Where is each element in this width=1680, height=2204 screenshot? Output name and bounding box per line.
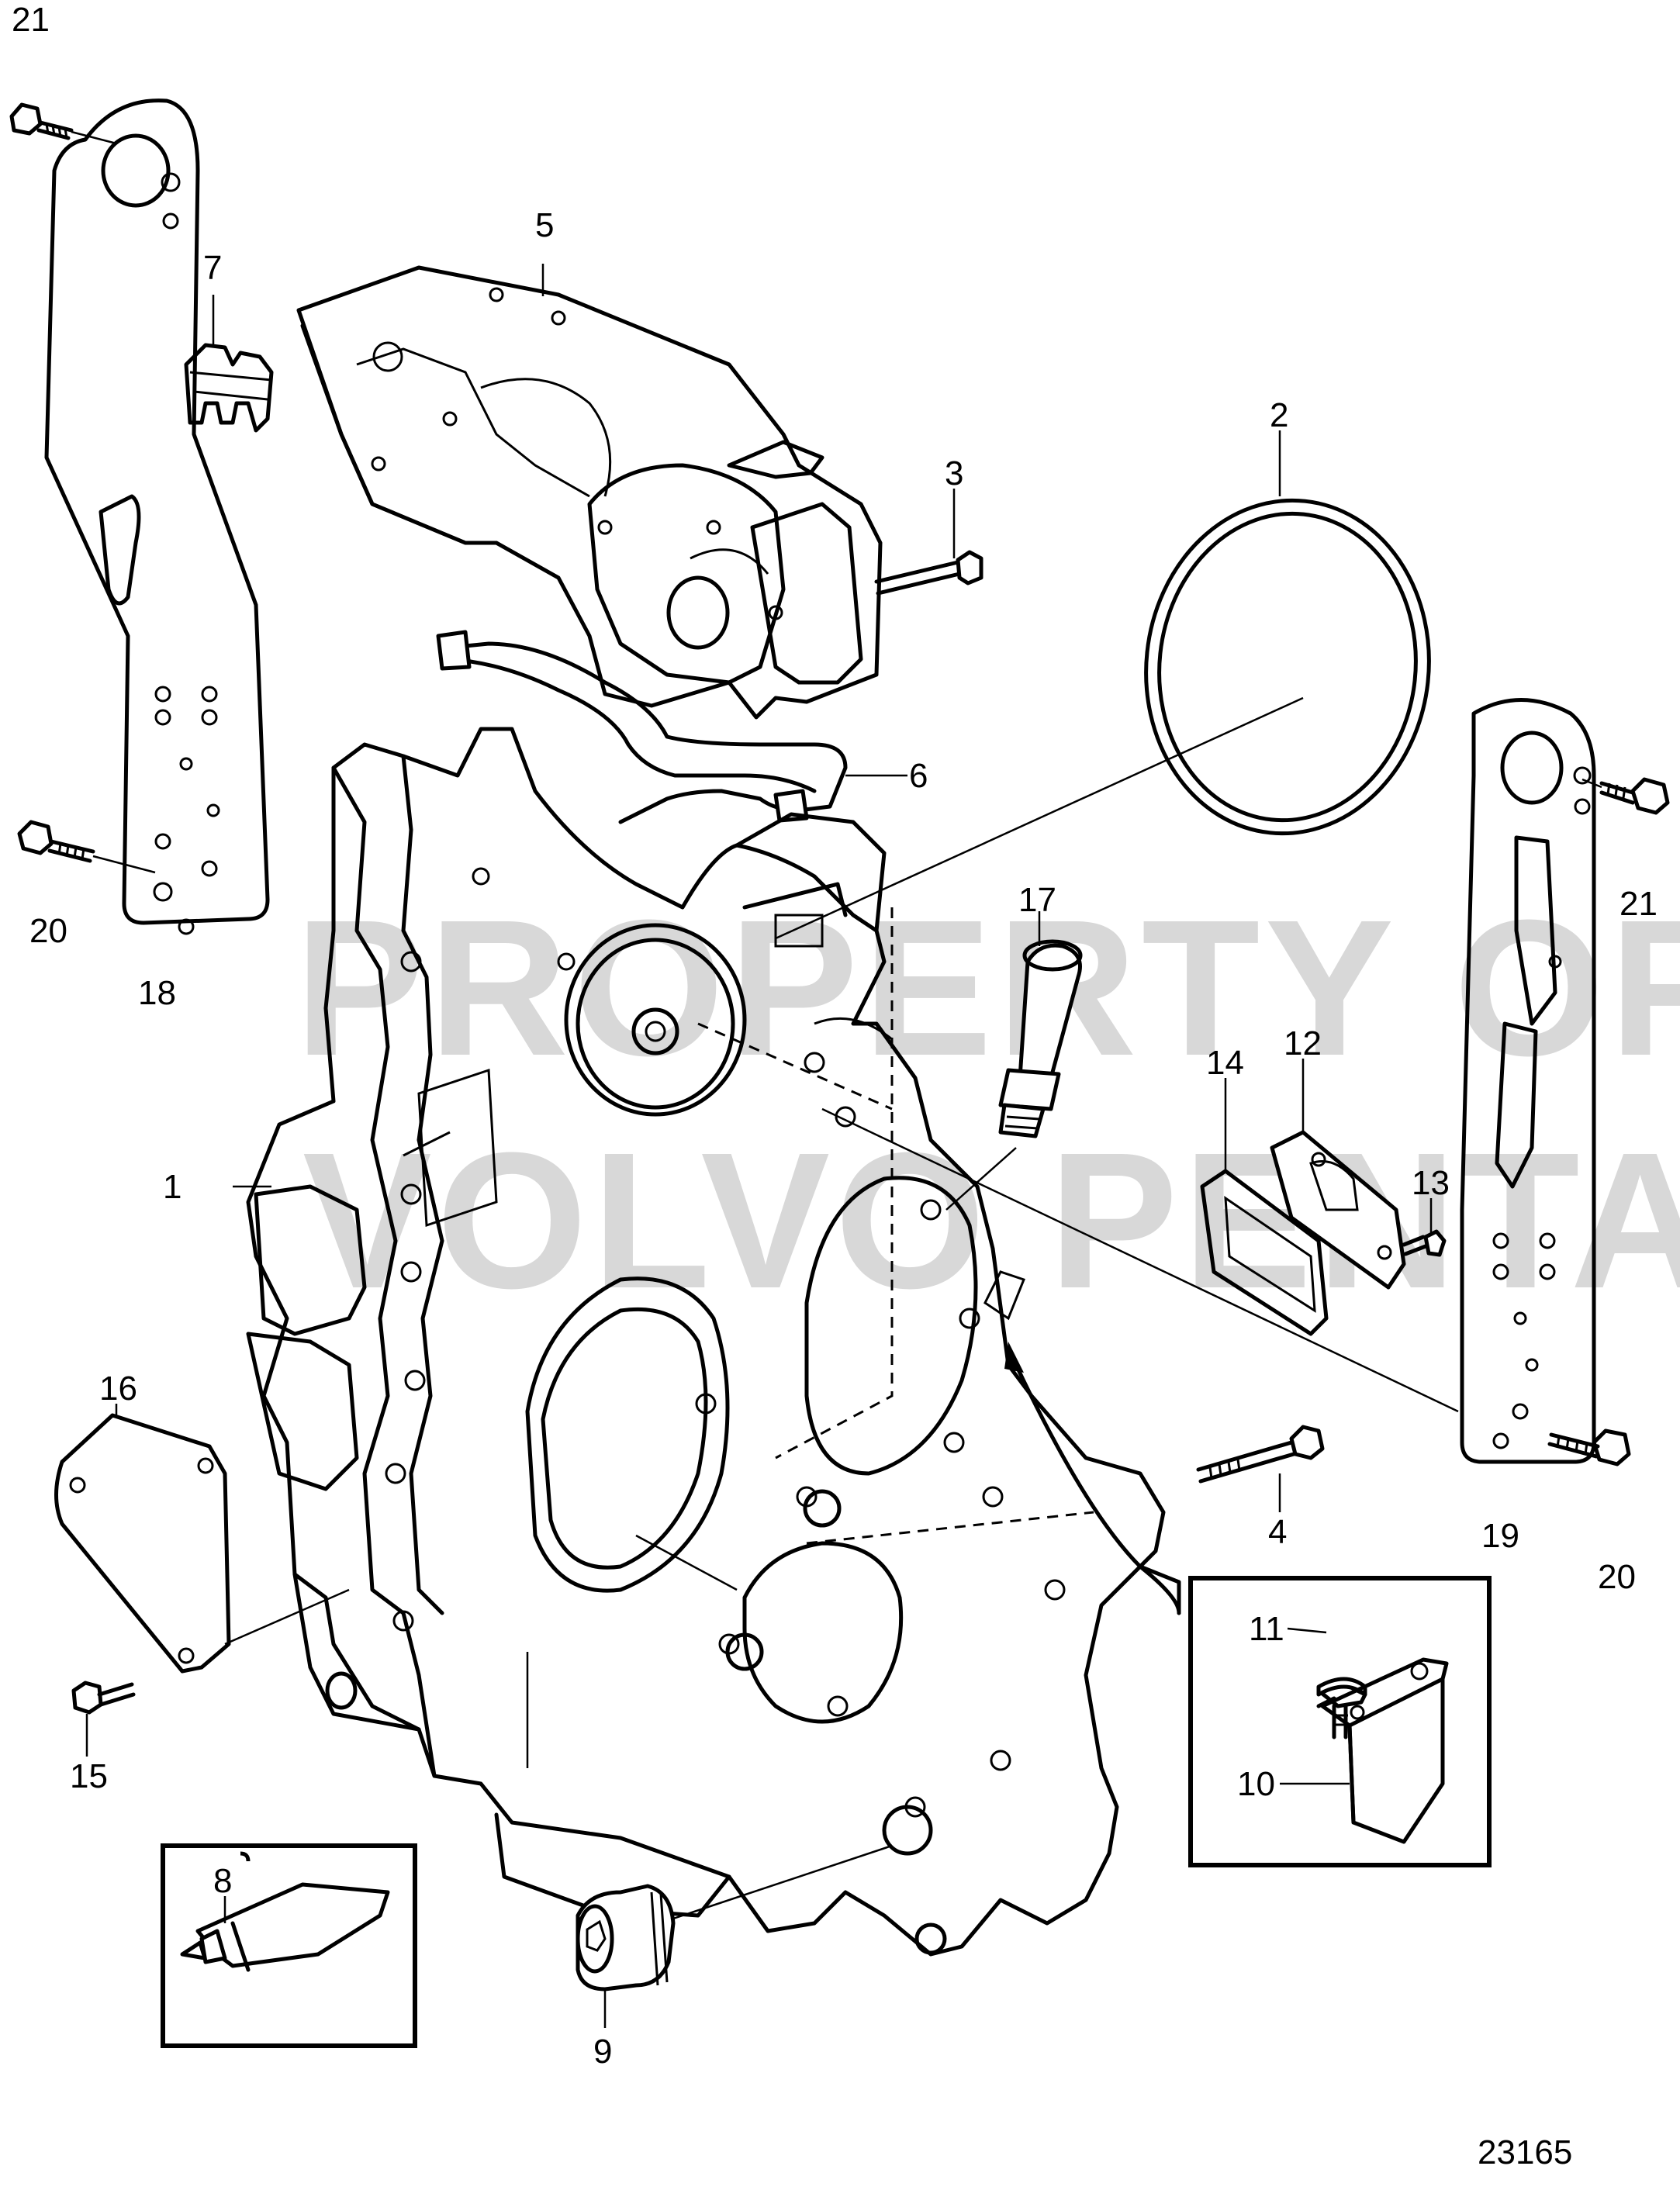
callout-14: 14 [1206,1044,1244,1082]
gasket-14 [1200,1078,1329,1336]
callout-3: 3 [945,454,963,492]
callout-15: 15 [70,1757,108,1795]
cover-12 [1270,1059,1406,1290]
callout-11: 11 [1249,1610,1284,1648]
callout-12: 12 [1284,1024,1322,1062]
seal-ring-2 [775,430,1431,940]
sensor-17 [945,911,1083,1211]
callout-16: 16 [99,1370,137,1408]
cable-harness-6 [436,630,907,824]
callout-10: 10 [1237,1765,1275,1803]
callout-4: 4 [1268,1513,1287,1551]
bolt-3 [874,489,983,596]
bolt-13 [1402,1198,1447,1257]
callout-19: 19 [1481,1517,1519,1555]
callout-20-right: 20 [1598,1558,1636,1596]
callout-5: 5 [535,206,554,244]
lifting-eye-left [44,98,270,935]
callout-8: 8 [213,1862,232,1900]
bolt-20-right [1547,1428,1631,1466]
callout-13: 13 [1412,1164,1450,1202]
callout-6: 6 [909,757,928,795]
cover-plate-16 [54,1404,350,1674]
cover-5 [296,264,883,720]
bolt-15 [71,1681,136,1757]
callout-2: 2 [1270,396,1288,434]
watermark: PROPERTY OF VOLVO PENTA [295,879,1680,1328]
inset-box-sealant [161,1843,417,2048]
lifting-eye-right [1460,698,1596,1464]
callout-20-left: 20 [29,912,67,950]
callout-21-top-left: 21 [12,1,50,39]
callout-18: 18 [138,974,176,1012]
callout-1: 1 [163,1168,181,1206]
inset-box-bracket [1138,1564,1492,1867]
drawing-number: 23165 [1478,2133,1572,2171]
callout-labels: 21 7 5 3 2 6 20 18 21 17 14 12 13 1 16 4… [12,1,1658,2071]
callout-9: 9 [593,2033,612,2071]
bolt-20-left [17,820,156,874]
callout-17: 17 [1018,881,1056,919]
callout-7: 7 [203,249,222,287]
leader-19 [821,1107,1459,1413]
bolt-21-left [9,102,117,145]
callout-21-right: 21 [1620,885,1658,923]
connector-7 [184,295,274,433]
watermark-line-1: PROPERTY OF [295,879,1680,1096]
bolt-4 [1196,1425,1325,1512]
bolt-21-right [1581,777,1670,815]
watermark-line-2: VOLVO PENTA [302,1112,1680,1328]
plug-9 [576,1844,893,2028]
